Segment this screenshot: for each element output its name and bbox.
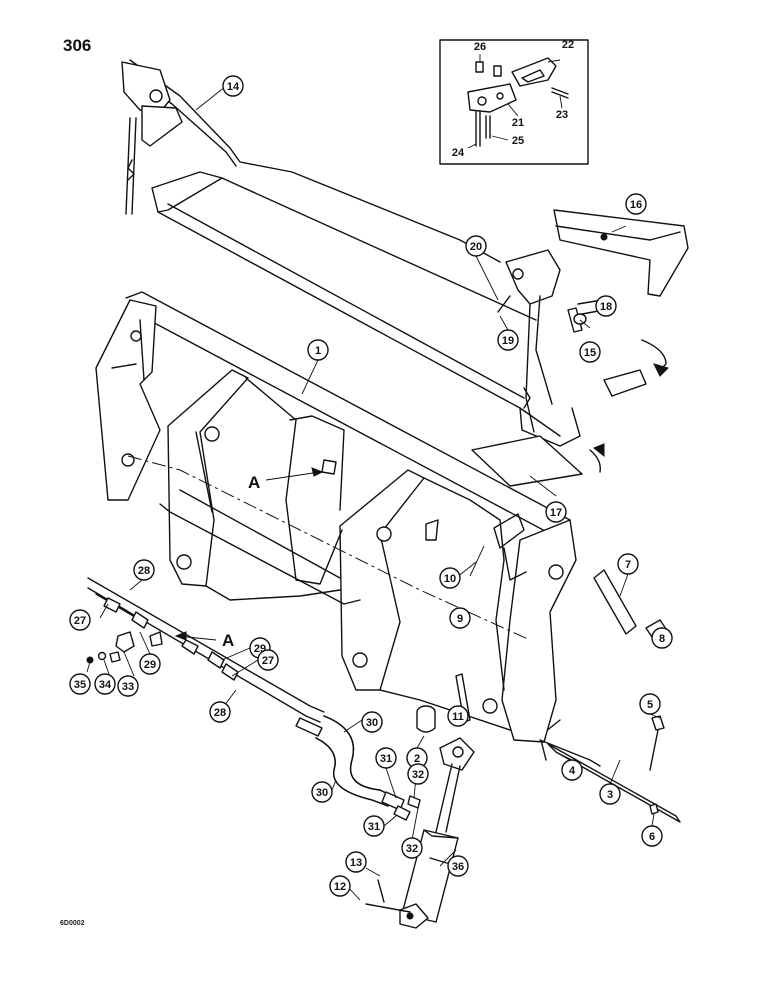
callout-27a: 27 (69, 609, 91, 631)
svg-text:35: 35 (74, 679, 86, 691)
svg-text:28: 28 (214, 707, 226, 719)
svg-text:33: 33 (122, 681, 134, 693)
svg-text:5: 5 (647, 699, 653, 711)
cutting-edge (539, 715, 681, 823)
callout-12: 12 (329, 875, 351, 897)
svg-text:20: 20 (470, 241, 482, 253)
svg-text:22: 22 (562, 39, 574, 51)
svg-text:3: 3 (607, 789, 613, 801)
svg-text:11: 11 (452, 711, 464, 723)
callout-32a: 32 (407, 763, 429, 785)
callout-14: 14 (222, 75, 244, 97)
callout-20: 20 (465, 235, 487, 257)
upper-bucket-part (121, 59, 689, 487)
svg-text:31: 31 (368, 821, 380, 833)
callout-8: 8 (651, 627, 673, 649)
callout-27b: 27 (257, 649, 279, 671)
callout-13: 13 (345, 851, 367, 873)
callout-6: 6 (641, 825, 663, 847)
callout-30b: 30 (311, 781, 333, 803)
svg-text:2: 2 (414, 753, 420, 765)
svg-text:14: 14 (227, 81, 240, 93)
callout-3: 3 (599, 783, 621, 805)
hoses-and-cylinder (315, 715, 475, 929)
svg-text:25: 25 (512, 135, 524, 147)
svg-text:17: 17 (550, 507, 562, 519)
callout-28b: 28 (209, 701, 231, 723)
callout-35: 35 (69, 673, 91, 695)
callout-10: 10 (439, 567, 461, 589)
svg-text:26: 26 (474, 41, 486, 53)
page-number: 306 (63, 36, 92, 55)
callouts: 1 2 3 4 5 6 7 8 9 10 11 12 13 14 15 16 1… (69, 39, 673, 897)
callout-25: 25 (512, 135, 524, 147)
svg-text:16: 16 (630, 199, 642, 211)
svg-text:15: 15 (584, 347, 596, 359)
detail-a-marker-upper: A (248, 467, 324, 492)
svg-text:7: 7 (625, 559, 631, 571)
callout-7: 7 (617, 553, 639, 575)
svg-text:13: 13 (350, 857, 362, 869)
callout-9: 9 (449, 607, 471, 629)
figure-code: 6D0002 (60, 920, 85, 927)
svg-text:21: 21 (512, 117, 524, 129)
svg-text:23: 23 (556, 109, 568, 121)
callout-1: 1 (307, 339, 329, 361)
callout-19: 19 (497, 329, 519, 351)
callout-34: 34 (94, 673, 116, 695)
svg-text:36: 36 (452, 861, 464, 873)
callout-17: 17 (545, 501, 567, 523)
callout-16: 16 (625, 193, 647, 215)
svg-text:32: 32 (412, 769, 424, 781)
svg-text:30: 30 (366, 717, 378, 729)
svg-text:27: 27 (262, 655, 274, 667)
svg-text:19: 19 (502, 335, 514, 347)
svg-text:34: 34 (99, 679, 112, 691)
callout-2: 2 (406, 747, 428, 769)
svg-text:30: 30 (316, 787, 328, 799)
callout-24: 24 (452, 147, 465, 159)
callout-23: 23 (556, 109, 568, 121)
callout-30a: 30 (361, 711, 383, 733)
detail-a-marker-lower: A (174, 631, 234, 650)
svg-text:18: 18 (600, 301, 612, 313)
svg-text:8: 8 (659, 633, 665, 645)
callout-28a: 28 (133, 559, 155, 581)
main-bucket (95, 291, 577, 761)
callout-33: 33 (117, 675, 139, 697)
svg-text:9: 9 (457, 613, 463, 625)
callout-5: 5 (639, 693, 661, 715)
svg-text:32: 32 (406, 843, 418, 855)
callout-18: 18 (595, 295, 617, 317)
callout-31a: 31 (375, 747, 397, 769)
svg-text:10: 10 (444, 573, 456, 585)
svg-text:4: 4 (569, 765, 576, 777)
svg-text:12: 12 (334, 881, 346, 893)
svg-text:27: 27 (74, 615, 86, 627)
svg-text:1: 1 (315, 345, 321, 357)
svg-text:6: 6 (649, 831, 655, 843)
callout-22: 22 (562, 39, 574, 51)
callout-31b: 31 (363, 815, 385, 837)
svg-text:29: 29 (144, 659, 156, 671)
svg-text:A: A (248, 473, 260, 492)
callout-29a: 29 (139, 653, 161, 675)
callout-11: 11 (447, 705, 469, 727)
svg-text:A: A (222, 631, 234, 650)
inset-detail (439, 39, 589, 165)
callout-32b: 32 (401, 837, 423, 859)
callout-4: 4 (561, 759, 583, 781)
callout-26: 26 (474, 41, 486, 53)
svg-text:31: 31 (380, 753, 392, 765)
svg-text:24: 24 (452, 147, 465, 159)
svg-text:28: 28 (138, 565, 150, 577)
callout-36: 36 (447, 855, 469, 877)
hydraulic-lines (86, 577, 325, 737)
callout-21: 21 (512, 117, 524, 129)
callout-15: 15 (579, 341, 601, 363)
